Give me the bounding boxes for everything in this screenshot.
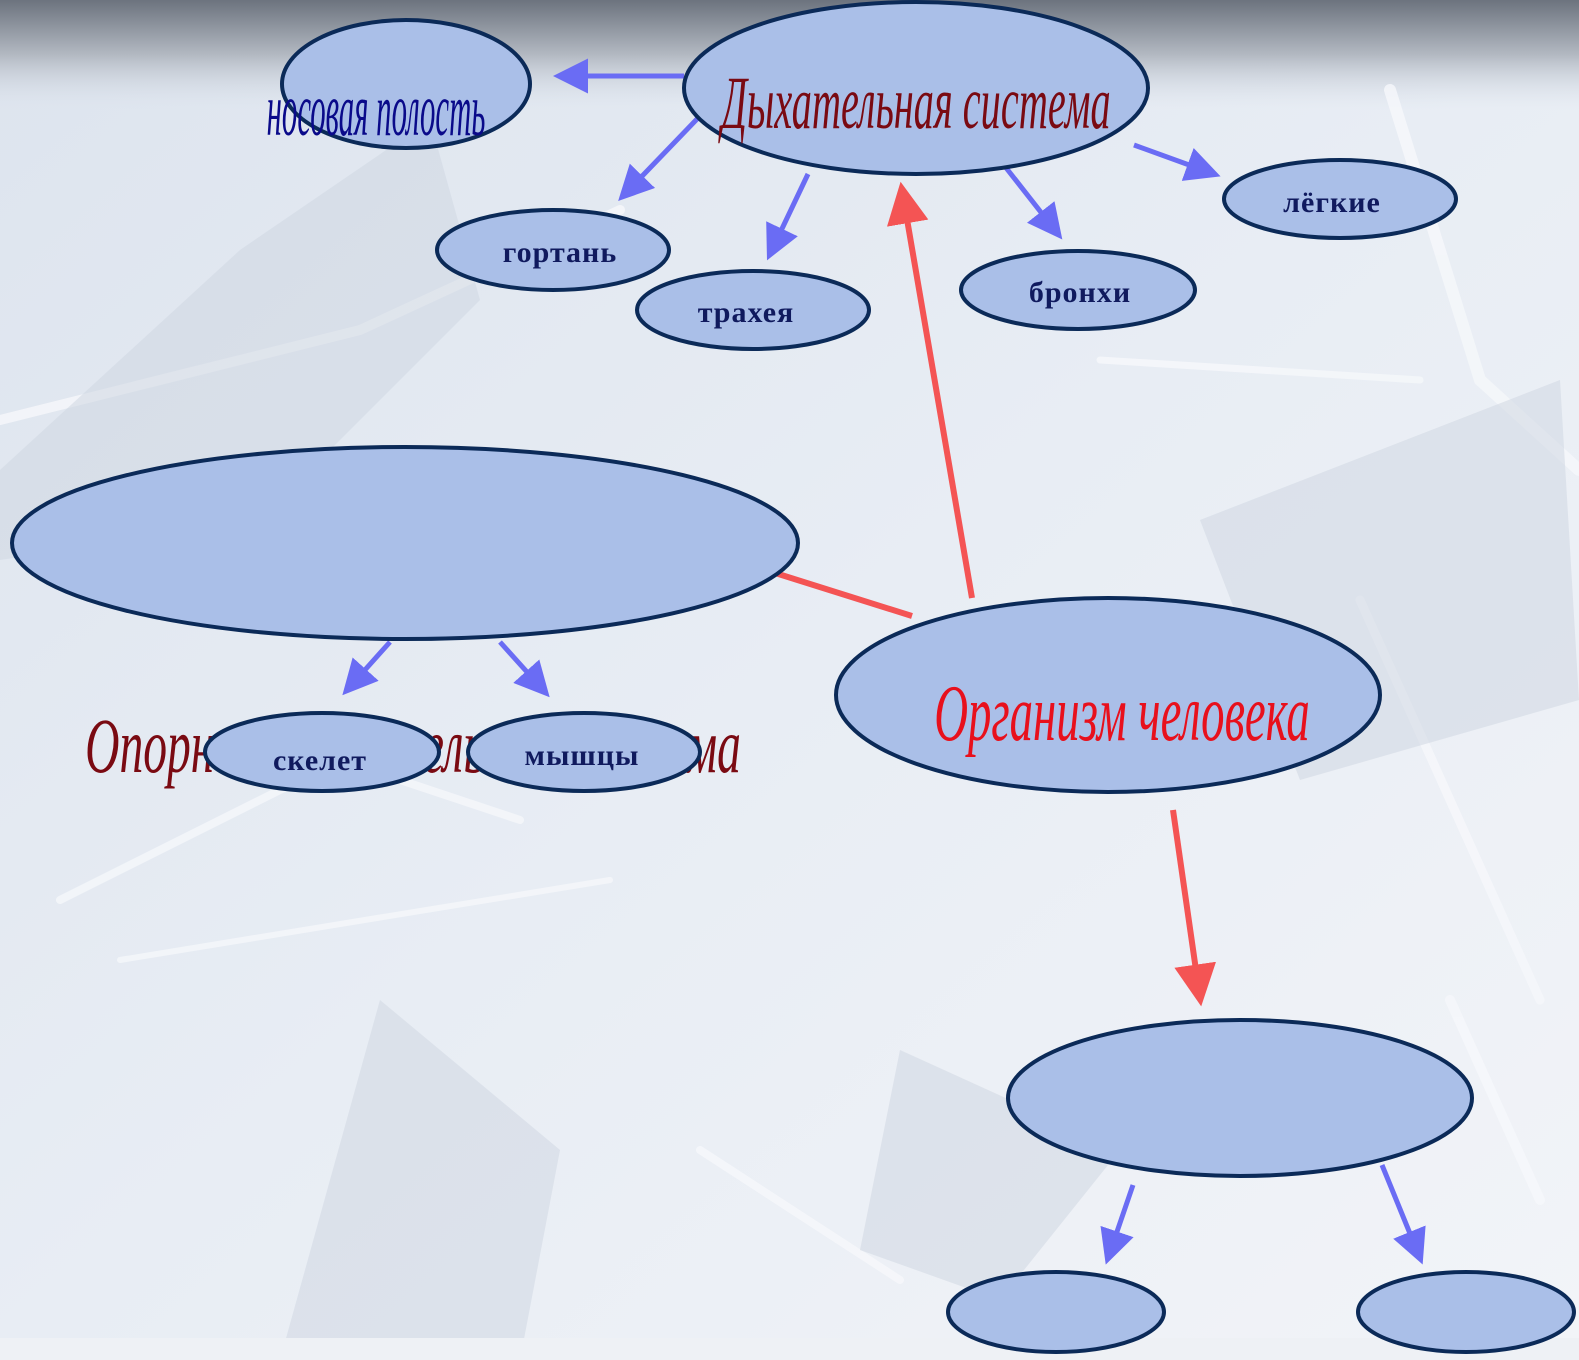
node-nasal-cavity: носовая полость bbox=[267, 18, 532, 153]
arrow-respiratory-to-lungs bbox=[1133, 142, 1221, 181]
arrow-organism-to-respiratory bbox=[886, 181, 975, 599]
arrow-empty-system-to-right bbox=[1379, 1164, 1426, 1265]
skeleton-label: скелет bbox=[273, 744, 367, 777]
node-larynx: гортань bbox=[435, 208, 671, 292]
line-organism-to-musculoskeletal bbox=[771, 569, 913, 619]
respiratory-system-label: Дыхательная система bbox=[718, 62, 1111, 146]
node-respiratory-system: Дыхательная система bbox=[682, 0, 1150, 176]
larynx-label: гортань bbox=[503, 236, 617, 269]
muscles-label: мышцы bbox=[525, 739, 640, 772]
node-human-organism: Организм человека bbox=[834, 596, 1382, 794]
node-muscles: мышцы bbox=[466, 711, 702, 793]
human-organism-label: Организм человека bbox=[934, 669, 1310, 758]
lungs-label: лёгкие bbox=[1283, 186, 1381, 219]
node-lungs: лёгкие bbox=[1222, 158, 1458, 240]
arrow-respiratory-to-larynx bbox=[618, 116, 700, 202]
arrow-musculoskeletal-to-skeleton bbox=[342, 640, 392, 696]
trachea-label: трахея bbox=[698, 296, 795, 329]
arrow-respiratory-to-trachea bbox=[766, 172, 811, 261]
node-empty-right bbox=[1356, 1270, 1576, 1354]
node-skeleton: скелет bbox=[203, 711, 441, 793]
arrow-organism-to-empty-system bbox=[1170, 809, 1217, 1007]
node-trachea: трахея bbox=[635, 269, 871, 351]
bronchi-label: бронхи bbox=[1029, 276, 1131, 309]
arrow-empty-system-to-left bbox=[1100, 1184, 1136, 1265]
node-empty-left bbox=[946, 1270, 1166, 1354]
nasal-cavity-label: носовая полость bbox=[267, 70, 486, 153]
arrow-musculoskeletal-to-muscles bbox=[498, 640, 550, 698]
node-empty-system bbox=[1006, 1018, 1474, 1178]
node-bronchi: бронхи bbox=[959, 249, 1197, 331]
